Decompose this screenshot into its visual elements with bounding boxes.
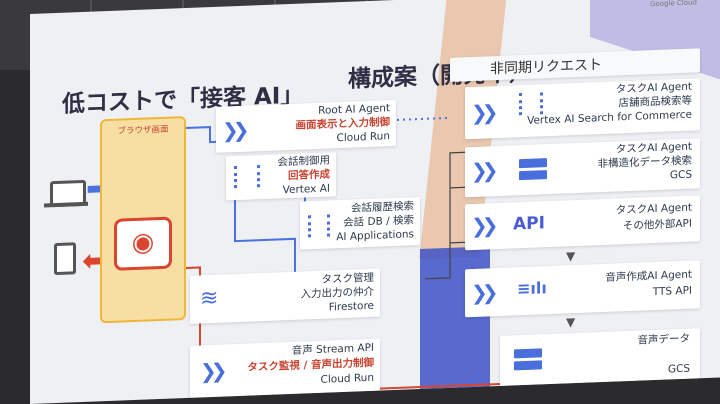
task-agent-unstructured-service: GCS (669, 168, 692, 182)
connector-line-red (375, 382, 500, 390)
connector-line (425, 151, 470, 280)
chevron-icon: ❯❯ (471, 158, 493, 184)
stream-service: Cloud Run (320, 371, 374, 386)
tts-agent-name: 音声作成AI Agent (605, 268, 692, 284)
history-card: 会話履歴検索 会話 DB / 検索 AI Applications (300, 197, 420, 250)
async-header: 非同期リクエスト (490, 57, 602, 78)
tts-agent-card: ❯❯ ≡ılı 音声作成AI Agent TTS API (465, 260, 700, 318)
task-agent-external-api-card: ❯❯ API タスクAI Agent その他外部API (465, 195, 700, 251)
conversation-service: Vertex AI (282, 182, 330, 197)
history-name: 会話履歴検索 (351, 200, 414, 215)
history-role: 会話 DB / 検索 (343, 214, 414, 229)
api-icon: API (513, 213, 545, 235)
history-service: AI Applications (336, 228, 414, 244)
browser-panel: ブラウザ画面 ◉ (100, 116, 186, 324)
chevron-icon: ❯❯ (200, 358, 222, 384)
chevron-icon: ❯❯ (471, 100, 493, 126)
dotted-connector (385, 116, 450, 122)
task-agent-search-card: ❯❯ タスクAI Agent 店舗商品検索等 Vertex AI Search … (465, 78, 700, 140)
chevron-icon: ❯❯ (471, 213, 493, 239)
connector-line (182, 126, 216, 144)
vertex-ai-icon (234, 165, 260, 189)
task-management-service: Firestore (328, 299, 374, 314)
vertex-ai-icon (308, 214, 330, 238)
firestore-icon: ≋ (200, 285, 219, 312)
vertex-ai-icon (519, 92, 543, 116)
projection-screen: Google Cloud 低コストで「接客 AI」 構成案（開発中） ➡ ⬅ ブ… (30, 0, 720, 404)
task-management-card: ≋ タスク管理 入力出力の仲介 Firestore (190, 268, 380, 324)
stream-name: 音声 Stream API (291, 341, 374, 357)
down-arrow-icon: ▼ (566, 315, 576, 330)
audio-data-card: 音声データ GCS (500, 328, 700, 386)
conversation-card: 会話制御用 回答作成 Vertex AI (226, 152, 336, 201)
task-agent-external-api-name: タスクAI Agent (615, 201, 692, 217)
root-agent-card: ❯❯ Root AI Agent 画面表示と入力制御 Cloud Run (216, 99, 396, 153)
storage-icon (519, 158, 547, 181)
task-agent-search-service: Vertex AI Search for Commerce (527, 108, 692, 127)
tts-agent-service: TTS API (652, 284, 692, 299)
audio-data-name: 音声データ (637, 332, 691, 347)
browser-label: ブラウザ画面 (117, 124, 169, 137)
cast-icon: ◉ (114, 216, 172, 271)
task-management-name: タスク管理 (321, 271, 375, 286)
task-agent-unstructured-card: ❯❯ タスクAI Agent 非構造化データ検索 GCS (465, 138, 700, 198)
audio-data-service: GCS (667, 362, 690, 376)
chevron-icon: ❯❯ (222, 117, 244, 143)
stream-card: ❯❯ 音声 Stream API タスク監視 / 音声出力制御 Cloud Ru… (190, 338, 380, 398)
tts-icon: ≡ılı (517, 278, 547, 299)
down-arrow-icon: ▼ (566, 249, 576, 264)
root-agent-service: Cloud Run (336, 130, 390, 145)
storage-icon (514, 348, 542, 371)
connector-line (234, 166, 296, 284)
chevron-icon: ❯❯ (471, 280, 493, 306)
conversation-role: 回答作成 (288, 168, 330, 183)
conversation-name: 会話制御用 (277, 154, 331, 169)
tablet-icon (54, 242, 76, 276)
task-agent-external-api-role: その他外部API (622, 217, 692, 233)
